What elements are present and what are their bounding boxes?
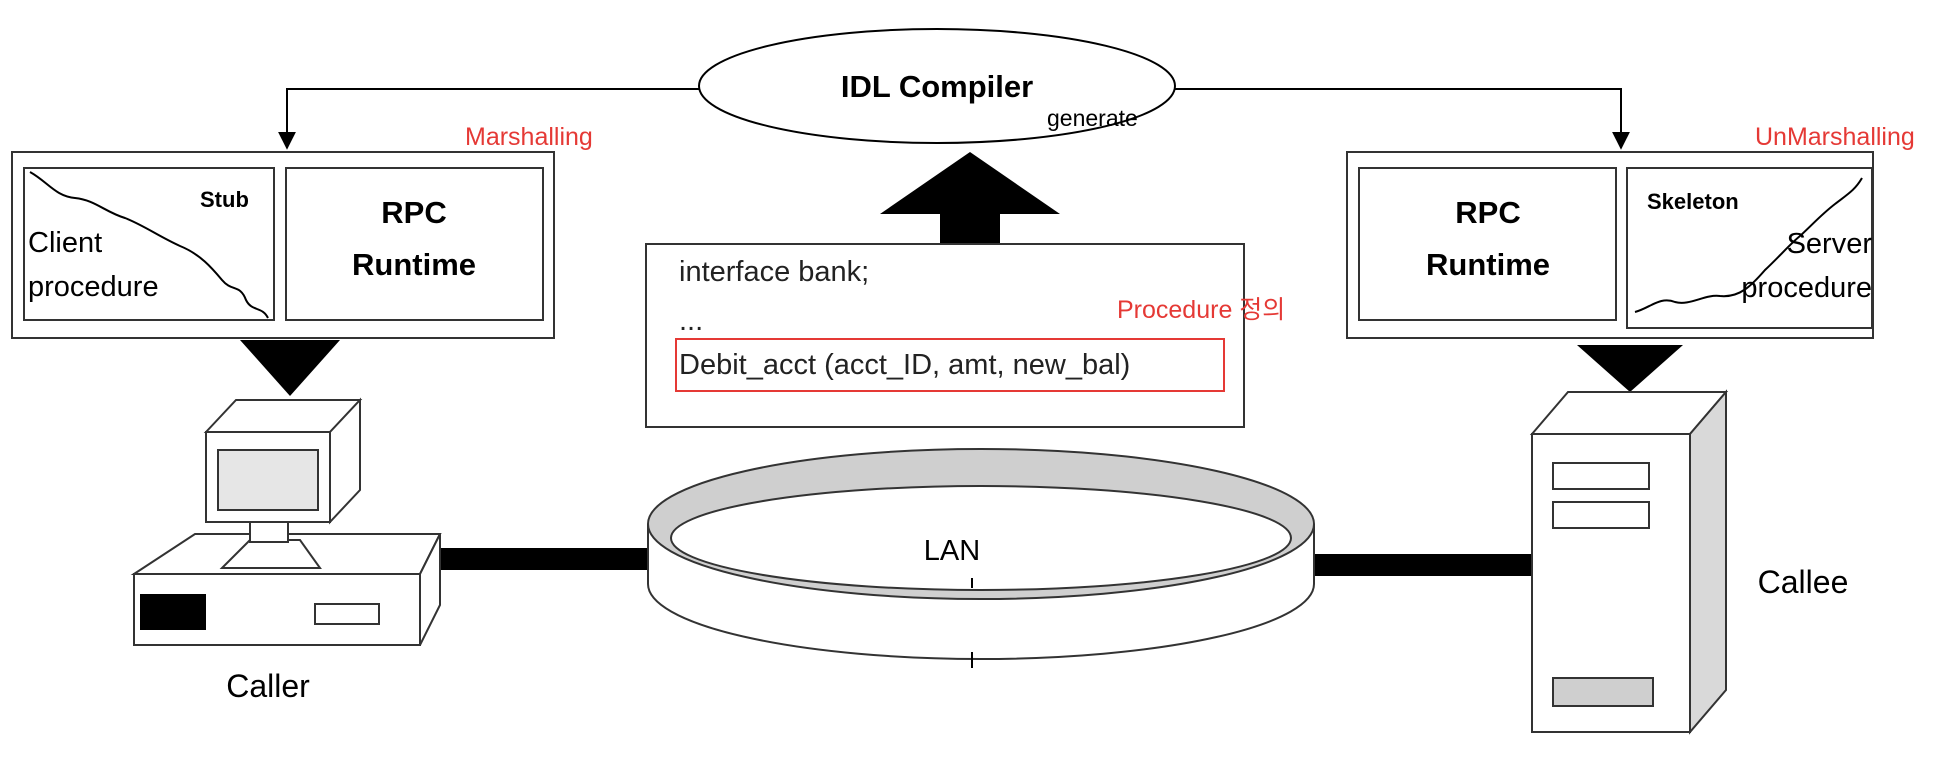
tower-side: [1689, 389, 1727, 735]
disk-drive-slot: [140, 594, 206, 630]
skeleton-label: Skeleton: [1647, 189, 1739, 214]
client-procedure-squiggle: [29, 171, 269, 319]
client-runtime-line2: Runtime: [352, 247, 476, 282]
monitor-stand: [219, 539, 322, 569]
server-procedure-line2: procedure: [1741, 272, 1872, 304]
server-procedure-line1: Server: [1787, 228, 1873, 260]
drive-bay-1: [1552, 462, 1650, 490]
lan-label: LAN: [924, 535, 980, 567]
server-runtime-line2: Runtime: [1426, 247, 1550, 282]
client-stub-box: [23, 167, 275, 321]
interface-line2: ...: [679, 305, 703, 337]
marshalling-annotation: Marshalling: [465, 123, 593, 151]
idl-compiler: IDL Compiler generate: [698, 28, 1176, 144]
server-down-arrow: [1577, 345, 1683, 392]
callee-label: Callee: [1758, 564, 1849, 600]
client-stub-runtime-panel: Stub Client procedure RPC Runtime: [11, 151, 555, 339]
generate-label: generate: [1047, 105, 1138, 131]
interface-box-frame: [645, 243, 1245, 428]
unmarshalling-annotation: UnMarshalling: [1755, 123, 1915, 151]
procedure-definition-annotation: Procedure 정의: [1117, 296, 1285, 324]
lan-ring: LAN: [647, 448, 1315, 668]
connector-right-arrow: [1175, 88, 1630, 150]
callee-server: [1529, 389, 1729, 735]
server-runtime-line1: RPC: [1455, 195, 1520, 230]
interface-line1: interface bank;: [679, 256, 869, 288]
stub-label: Stub: [200, 187, 249, 212]
caller-network-cable: [420, 548, 652, 570]
server-runtime-box: [1358, 167, 1617, 321]
server-procedure-squiggle: [1634, 177, 1863, 313]
server-runtime-skeleton-panel: RPC Runtime Skeleton Server procedure: [1346, 151, 1874, 339]
monitor-neck: [249, 519, 289, 543]
floppy-slot: [314, 603, 380, 625]
procedure-highlight-box: [675, 338, 1225, 392]
client-runtime-box: [285, 167, 544, 321]
interface-line3: Debit_acct (acct_ID, amt, new_bal): [679, 349, 1130, 381]
drive-bay-2: [1552, 501, 1650, 529]
caller-computer: [130, 397, 442, 646]
idl-compiler-label: IDL Compiler: [841, 69, 1033, 104]
interface-up-arrow: [880, 152, 1060, 244]
connector-left-arrow: [278, 88, 699, 150]
client-procedure-line1: Client: [28, 227, 102, 259]
client-runtime-line1: RPC: [381, 195, 446, 230]
monitor-screen: [217, 449, 319, 511]
caller-label: Caller: [226, 668, 310, 704]
tower-vent: [1552, 677, 1654, 707]
lan-ring-inner: [670, 485, 1292, 591]
callee-network-cable: [1296, 554, 1532, 576]
client-down-arrow: [240, 340, 340, 396]
interface-definition-box: interface bank; ... Debit_acct (acct_ID,…: [645, 243, 1245, 428]
client-procedure-line2: procedure: [28, 271, 159, 303]
idl-compiler-ellipse: [698, 28, 1176, 144]
